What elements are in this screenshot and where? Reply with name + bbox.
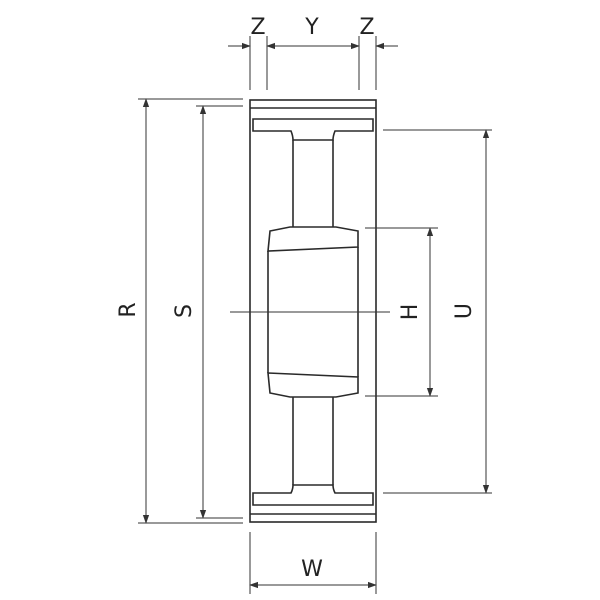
h-label: H — [398, 304, 423, 321]
pulley-outer-outline — [249, 99, 377, 523]
top-rim-section — [252, 118, 374, 141]
h-dimension — [365, 227, 438, 397]
hub-bottom-section — [267, 372, 359, 398]
u-label: U — [452, 303, 477, 319]
w-dimension — [249, 532, 377, 594]
top-width-dimensions — [228, 36, 398, 90]
bottom-rim-section — [252, 484, 374, 506]
r-dimension — [138, 98, 243, 524]
s-dimension — [196, 105, 243, 519]
web-section — [292, 140, 334, 485]
w-label: W — [301, 557, 323, 582]
s-label: S — [172, 304, 197, 318]
pulley-body — [249, 99, 377, 523]
hub-top-section — [267, 226, 359, 252]
z-right-label: Z — [359, 15, 374, 40]
u-dimension — [383, 129, 492, 494]
z-left-label: Z — [250, 15, 265, 40]
y-label: Y — [304, 15, 319, 40]
r-label: R — [116, 302, 141, 317]
